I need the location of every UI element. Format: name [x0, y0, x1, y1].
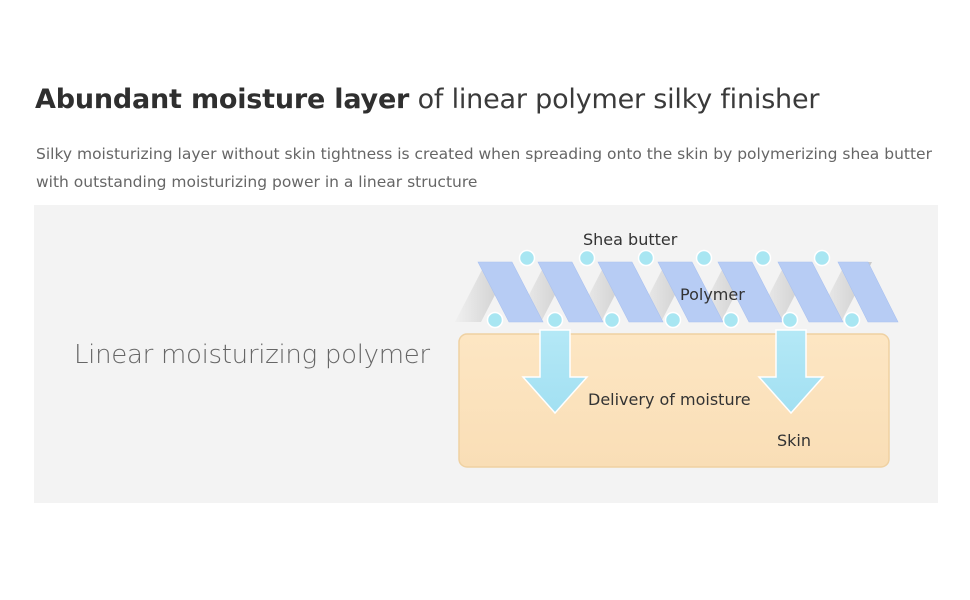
label-delivery: Delivery of moisture	[588, 390, 751, 409]
label-shea-butter: Shea butter	[583, 230, 678, 249]
panel-caption: Linear moisturizing polymer	[74, 340, 430, 370]
moisture-arrow-left	[521, 329, 589, 415]
label-skin: Skin	[777, 431, 811, 450]
shea-butter-beads-bottom	[486, 311, 861, 329]
page-title: Abundant moisture layer of linear polyme…	[35, 84, 819, 115]
page-title-bold: Abundant moisture layer	[35, 84, 410, 115]
page-description: Silky moisturizing layer without skin ti…	[36, 145, 932, 191]
shea-butter-beads-top	[518, 249, 831, 267]
moisture-arrow-right	[757, 329, 825, 415]
label-polymer: Polymer	[680, 285, 745, 304]
polymer-front-strands	[477, 261, 899, 323]
page-title-rest: of linear polymer silky finisher	[409, 84, 820, 115]
